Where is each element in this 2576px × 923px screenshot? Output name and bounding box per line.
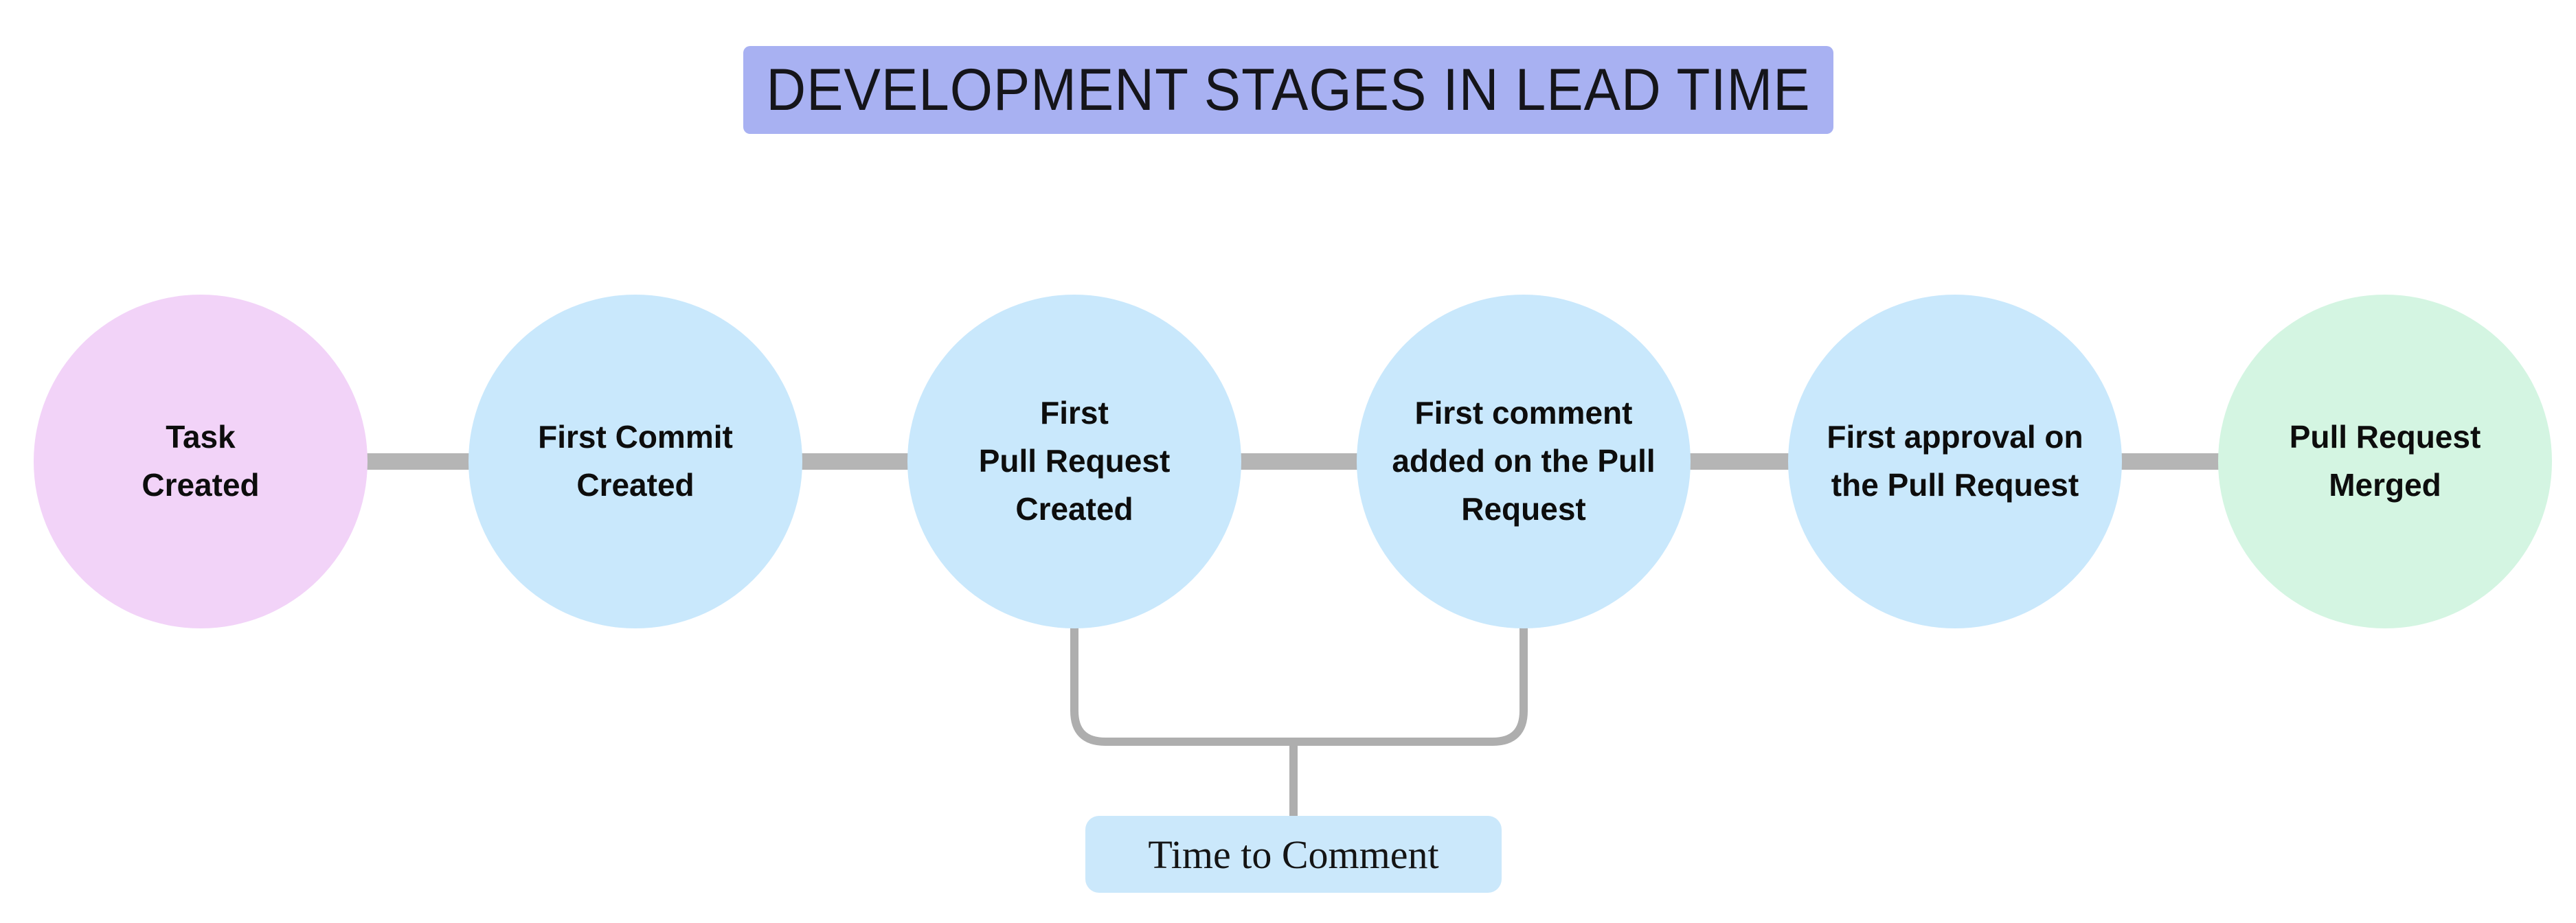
- time-to-comment-bracket: [1070, 622, 1528, 746]
- stage-pull-request-merged: Pull Request Merged: [2218, 295, 2552, 628]
- page-title: DEVELOPMENT STAGES IN LEAD TIME: [766, 56, 1811, 123]
- time-to-comment-bracket-group: [1070, 622, 1528, 819]
- stage-first-approval: First approval on the Pull Request: [1788, 295, 2122, 628]
- time-to-comment-label: Time to Comment: [1085, 816, 1502, 893]
- title-banner: DEVELOPMENT STAGES IN LEAD TIME: [743, 46, 1833, 134]
- stage-task-created: Task Created: [34, 295, 368, 628]
- stage-first-comment-added: First comment added on the Pull Request: [1357, 295, 1691, 628]
- stage-first-commit-created: First Commit Created: [468, 295, 802, 628]
- stage-first-pull-request-created: First Pull Request Created: [907, 295, 1241, 628]
